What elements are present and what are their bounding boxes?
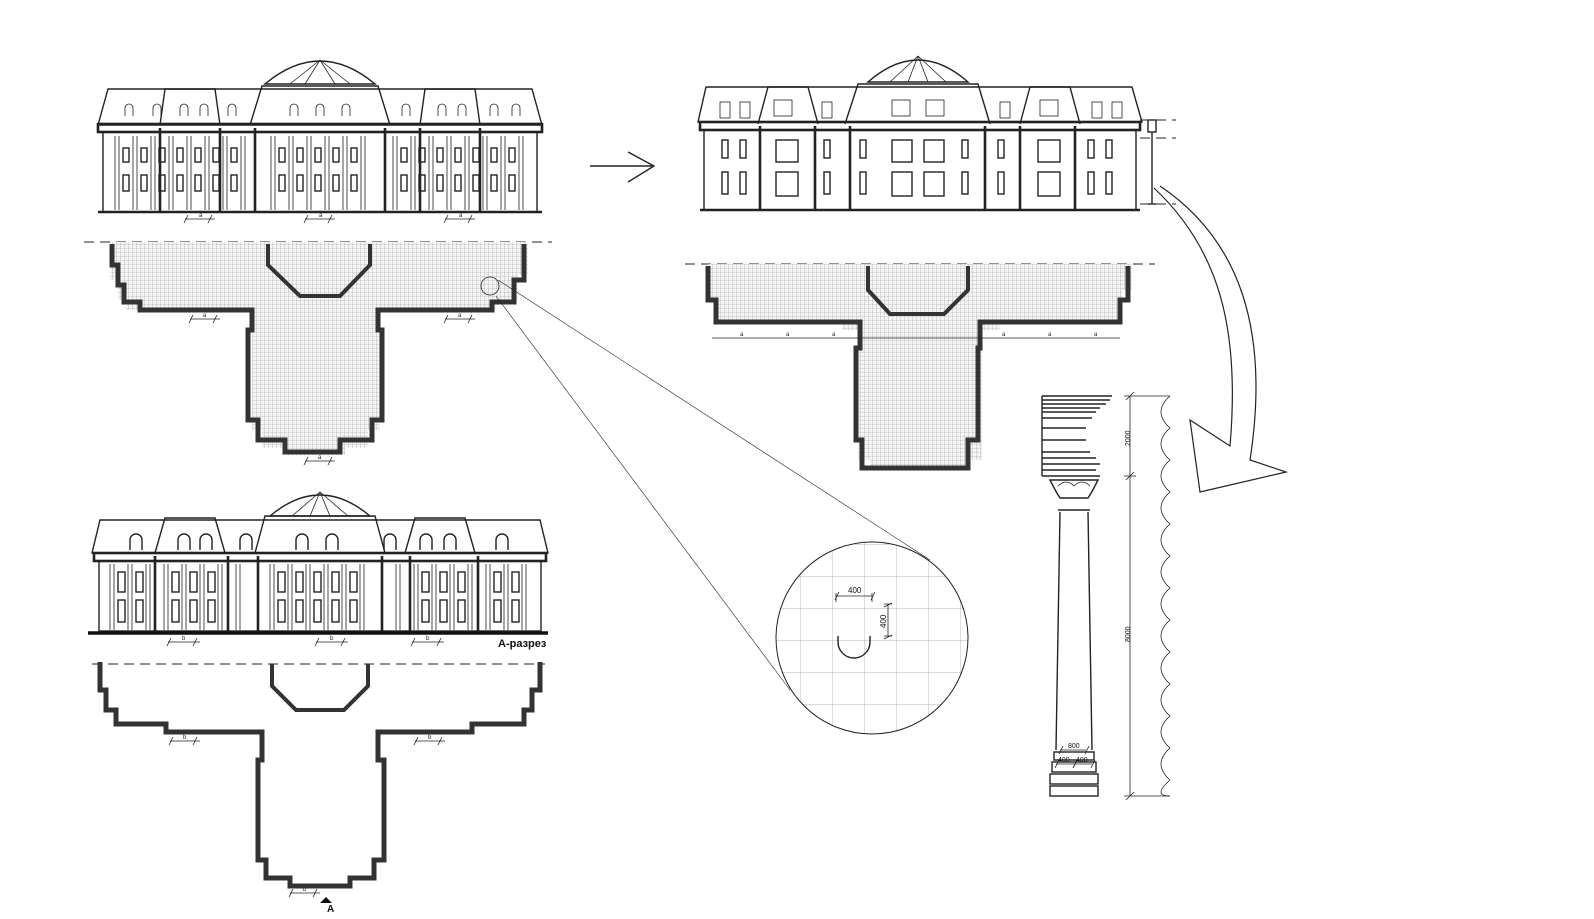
column-dim-base-left: 400 bbox=[1058, 757, 1070, 764]
dim-label: a bbox=[1048, 332, 1052, 338]
dim-label: a bbox=[832, 332, 836, 338]
section-label: А-разрез bbox=[498, 638, 547, 650]
detail-dim-width: 400 bbox=[848, 586, 862, 595]
facade-elevation-original: a a a bbox=[96, 59, 544, 224]
floor-plan-original: a a a bbox=[84, 241, 552, 466]
dim-label: a bbox=[318, 455, 322, 461]
grid-detail-zoom: 400 400 bbox=[495, 279, 969, 735]
detail-callout-arrow bbox=[1153, 185, 1289, 493]
section-marker: А bbox=[327, 904, 334, 915]
dim-label: b bbox=[303, 887, 307, 893]
dim-label: a bbox=[459, 213, 463, 219]
dim-label: b bbox=[428, 735, 432, 741]
detail-dim-height: 400 bbox=[879, 614, 888, 628]
dim-label: a bbox=[199, 213, 203, 219]
transform-arrow bbox=[590, 151, 656, 183]
dim-label: b bbox=[182, 636, 186, 642]
dim-label: b bbox=[426, 636, 430, 642]
dim-label: a bbox=[786, 332, 790, 338]
dim-label: a bbox=[458, 313, 462, 319]
dim-label: a bbox=[1094, 332, 1098, 338]
dim-label: b bbox=[183, 735, 187, 741]
dim-label: b bbox=[330, 636, 334, 642]
floor-plan-simplified: a a a a a a bbox=[685, 263, 1155, 471]
section-elevation: b b b А-разрез bbox=[88, 491, 549, 650]
facade-elevation-simplified bbox=[697, 55, 1176, 212]
corinthian-column-detail: 800 400 400 2000 8000 bbox=[1041, 391, 1171, 801]
floor-plan-section: b b b А bbox=[92, 662, 545, 915]
dim-label: a bbox=[1002, 332, 1006, 338]
column-dim-shaft: 8000 bbox=[1125, 626, 1132, 642]
column-dim-entablature: 2000 bbox=[1125, 430, 1132, 446]
column-dim-base-right: 400 bbox=[1076, 757, 1088, 764]
dim-label: a bbox=[740, 332, 744, 338]
column-dim-base-top: 800 bbox=[1068, 743, 1080, 750]
dim-label: a bbox=[203, 313, 207, 319]
dim-label: a bbox=[319, 213, 323, 219]
